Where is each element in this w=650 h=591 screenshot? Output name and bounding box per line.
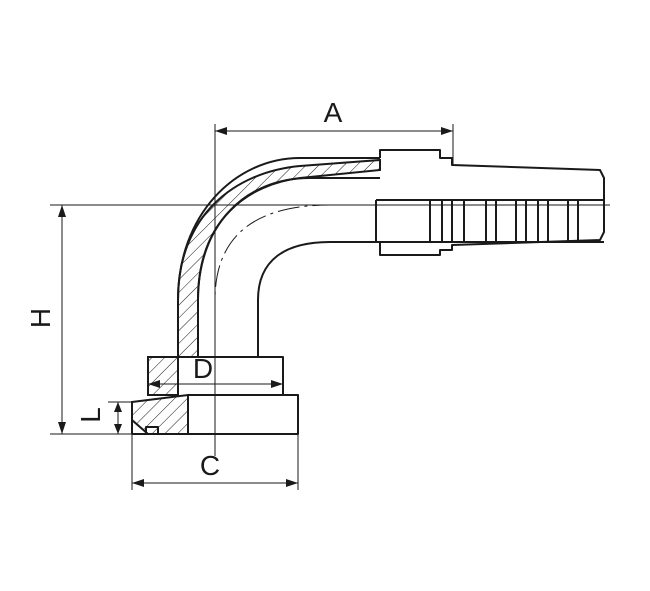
flange-collar-hatch [147,356,179,396]
stem-outline [379,149,605,256]
elbow-inner-bore-outer [197,177,380,357]
label-d: D [193,353,213,384]
label-c: C [200,450,220,481]
elbow-inner-bore [257,241,380,357]
dimension-l [108,401,132,434]
dimension-c [131,434,299,490]
dimension-h [50,204,610,435]
oring-groove [145,426,159,435]
label-a: A [324,97,343,128]
dimension-d [148,380,283,388]
elbow-centerline [214,204,610,357]
label-h: H [25,308,56,328]
dimension-a [215,124,454,165]
elbow-outer-outline [177,157,380,357]
hose-barb-rings [429,199,604,243]
label-l: L [75,407,106,423]
flange-base-hatch [131,393,189,435]
elbow-section-hatch [177,158,381,358]
